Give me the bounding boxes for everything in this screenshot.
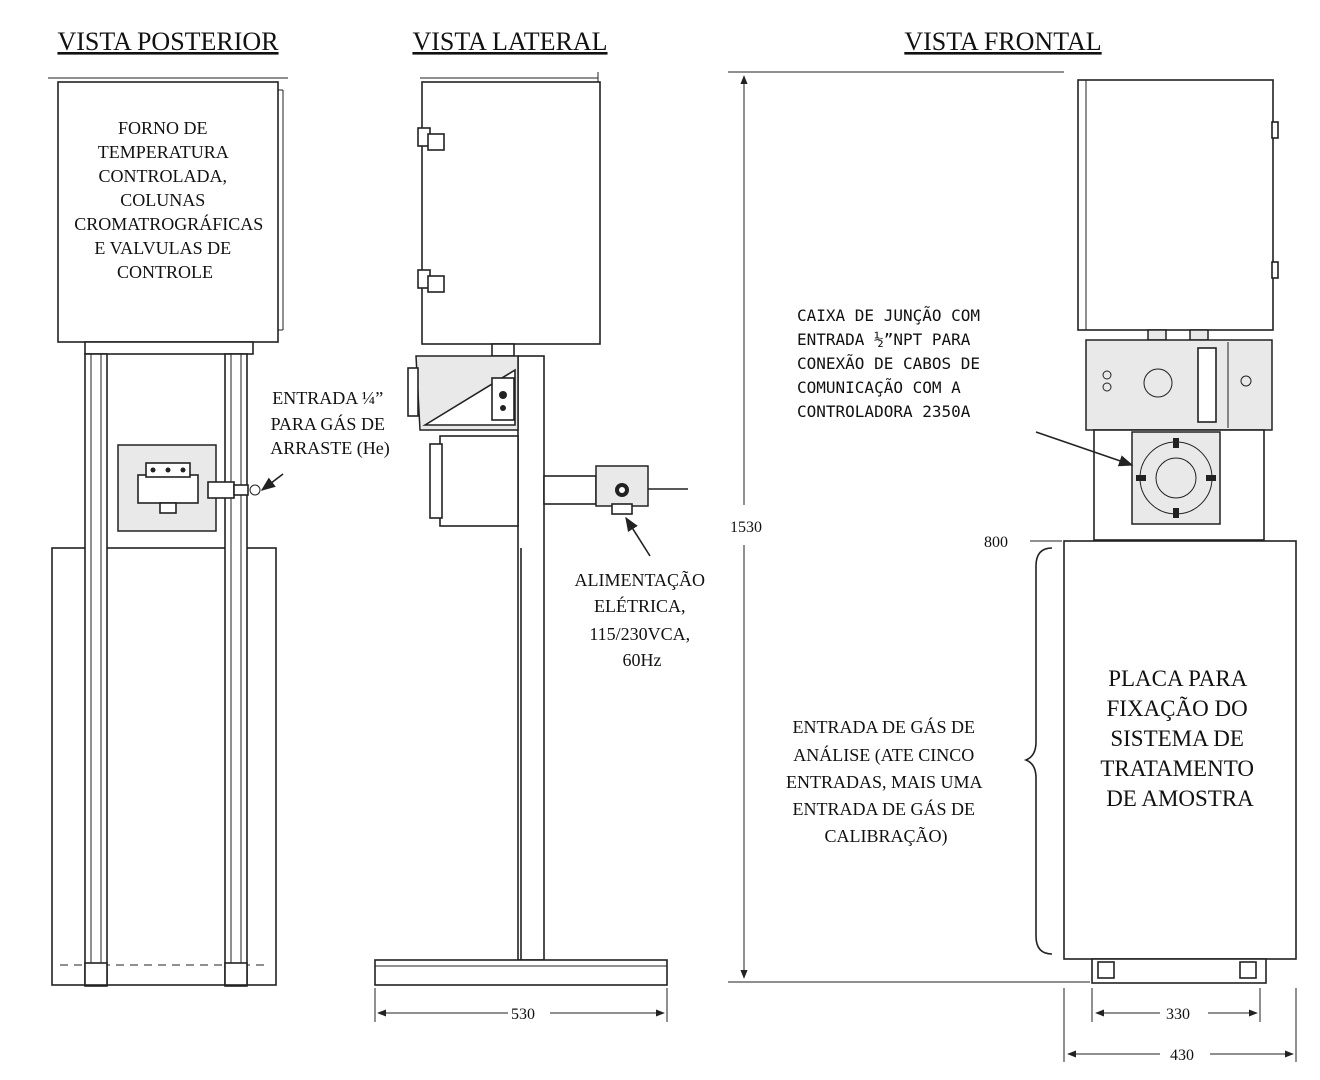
side-base [374,959,668,986]
junction-box-note: CAIXA DE JUNÇÃO COM ENTRADA ½”NPT PARA C… [797,306,990,421]
carrier-gas-note-line: ENTRADA ¼” [272,388,383,408]
junction-box-note-line: CAIXA DE JUNÇÃO COM [797,306,980,325]
rear-view [48,77,288,987]
overall-height-dimension: 1530 [730,519,762,536]
carrier-gas-fitting [207,481,235,499]
oven-note: FORNO DE TEMPERATURA CONTROLADA, COLUNAS… [74,118,268,282]
plate-note-line: FIXAÇÃO DO [1107,696,1248,721]
sample-plate [1063,540,1297,960]
rear-right-pillar [224,353,248,987]
power-note-line: 60Hz [623,650,662,670]
plate-note-line: PLACA PARA [1108,666,1248,691]
analysis-gas-note-line: ENTRADA DE GÁS DE [793,798,976,819]
analysis-gas-note-line: CALIBRAÇÃO) [824,825,947,847]
oven-note-line: E VALVULAS DE [94,238,231,258]
oven-note-line: COLUNAS [120,190,205,210]
title-front-view: VISTA FRONTAL [904,27,1101,56]
oven-note-line: CONTROLADA, [99,166,228,186]
oven-note-line: FORNO DE [118,118,208,138]
power-note-line: ALIMENTAÇÃO [574,569,705,590]
analysis-gas-note: ENTRADA DE GÁS DE ANÁLISE (ATE CINCO ENT… [786,716,986,847]
title-side-view: VISTA LATERAL [412,27,607,56]
oven-note-line: CROMATROGRÁFICAS [74,213,263,234]
carrier-gas-note-line: ARRASTE (He) [270,438,390,459]
power-note-line: ELÉTRICA, [594,595,686,616]
front-view [728,71,1297,1062]
plate-note-line: TRATAMENTO [1100,756,1254,781]
front-width-dimension: 430 [1170,1047,1194,1064]
junction-box-note-line: CONTROLADORA 2350A [797,402,971,421]
side-width-dimension: 530 [511,1006,535,1023]
analysis-inlet-brace [1023,547,1053,955]
oven-note-line: CONTROLE [117,262,213,282]
plate-note-line: DE AMOSTRA [1106,786,1254,811]
side-analysis-box [439,435,519,527]
side-post [517,355,545,961]
plate-note-line: SISTEMA DE [1110,726,1244,751]
title-rear-view: VISTA POSTERIOR [57,27,279,56]
carrier-gas-note-line: PARA GÁS DE [271,413,385,434]
junction-box-note-line: COMUNICAÇÃO COM A [797,378,961,397]
power-note-line: 115/230VCA, [589,624,690,644]
analysis-gas-note-line: ANÁLISE (ATE CINCO [793,744,974,766]
plate-height-dimension: 800 [984,534,1008,551]
junction-box-note-line: ENTRADA ½”NPT PARA [797,330,971,349]
side-view [374,72,688,1022]
carrier-gas-note: ENTRADA ¼” PARA GÁS DE ARRASTE (He) [270,388,390,459]
front-junction-box [1085,339,1273,431]
power-note: ALIMENTAÇÃO ELÉTRICA, 115/230VCA, 60Hz [574,569,709,670]
rear-left-pillar [84,353,108,987]
side-oven-cabinet [421,81,601,345]
analysis-gas-note-line: ENTRADA DE GÁS DE [793,716,976,737]
front-oven-cabinet [1077,79,1274,331]
analysis-gas-note-line: ENTRADAS, MAIS UMA [786,772,983,792]
junction-box-note-line: CONEXÃO DE CABOS DE [797,354,980,373]
oven-note-line: TEMPERATURA [98,142,229,162]
plate-note: PLACA PARA FIXAÇÃO DO SISTEMA DE TRATAME… [1100,666,1259,811]
front-inner-width-dimension: 330 [1166,1006,1190,1023]
